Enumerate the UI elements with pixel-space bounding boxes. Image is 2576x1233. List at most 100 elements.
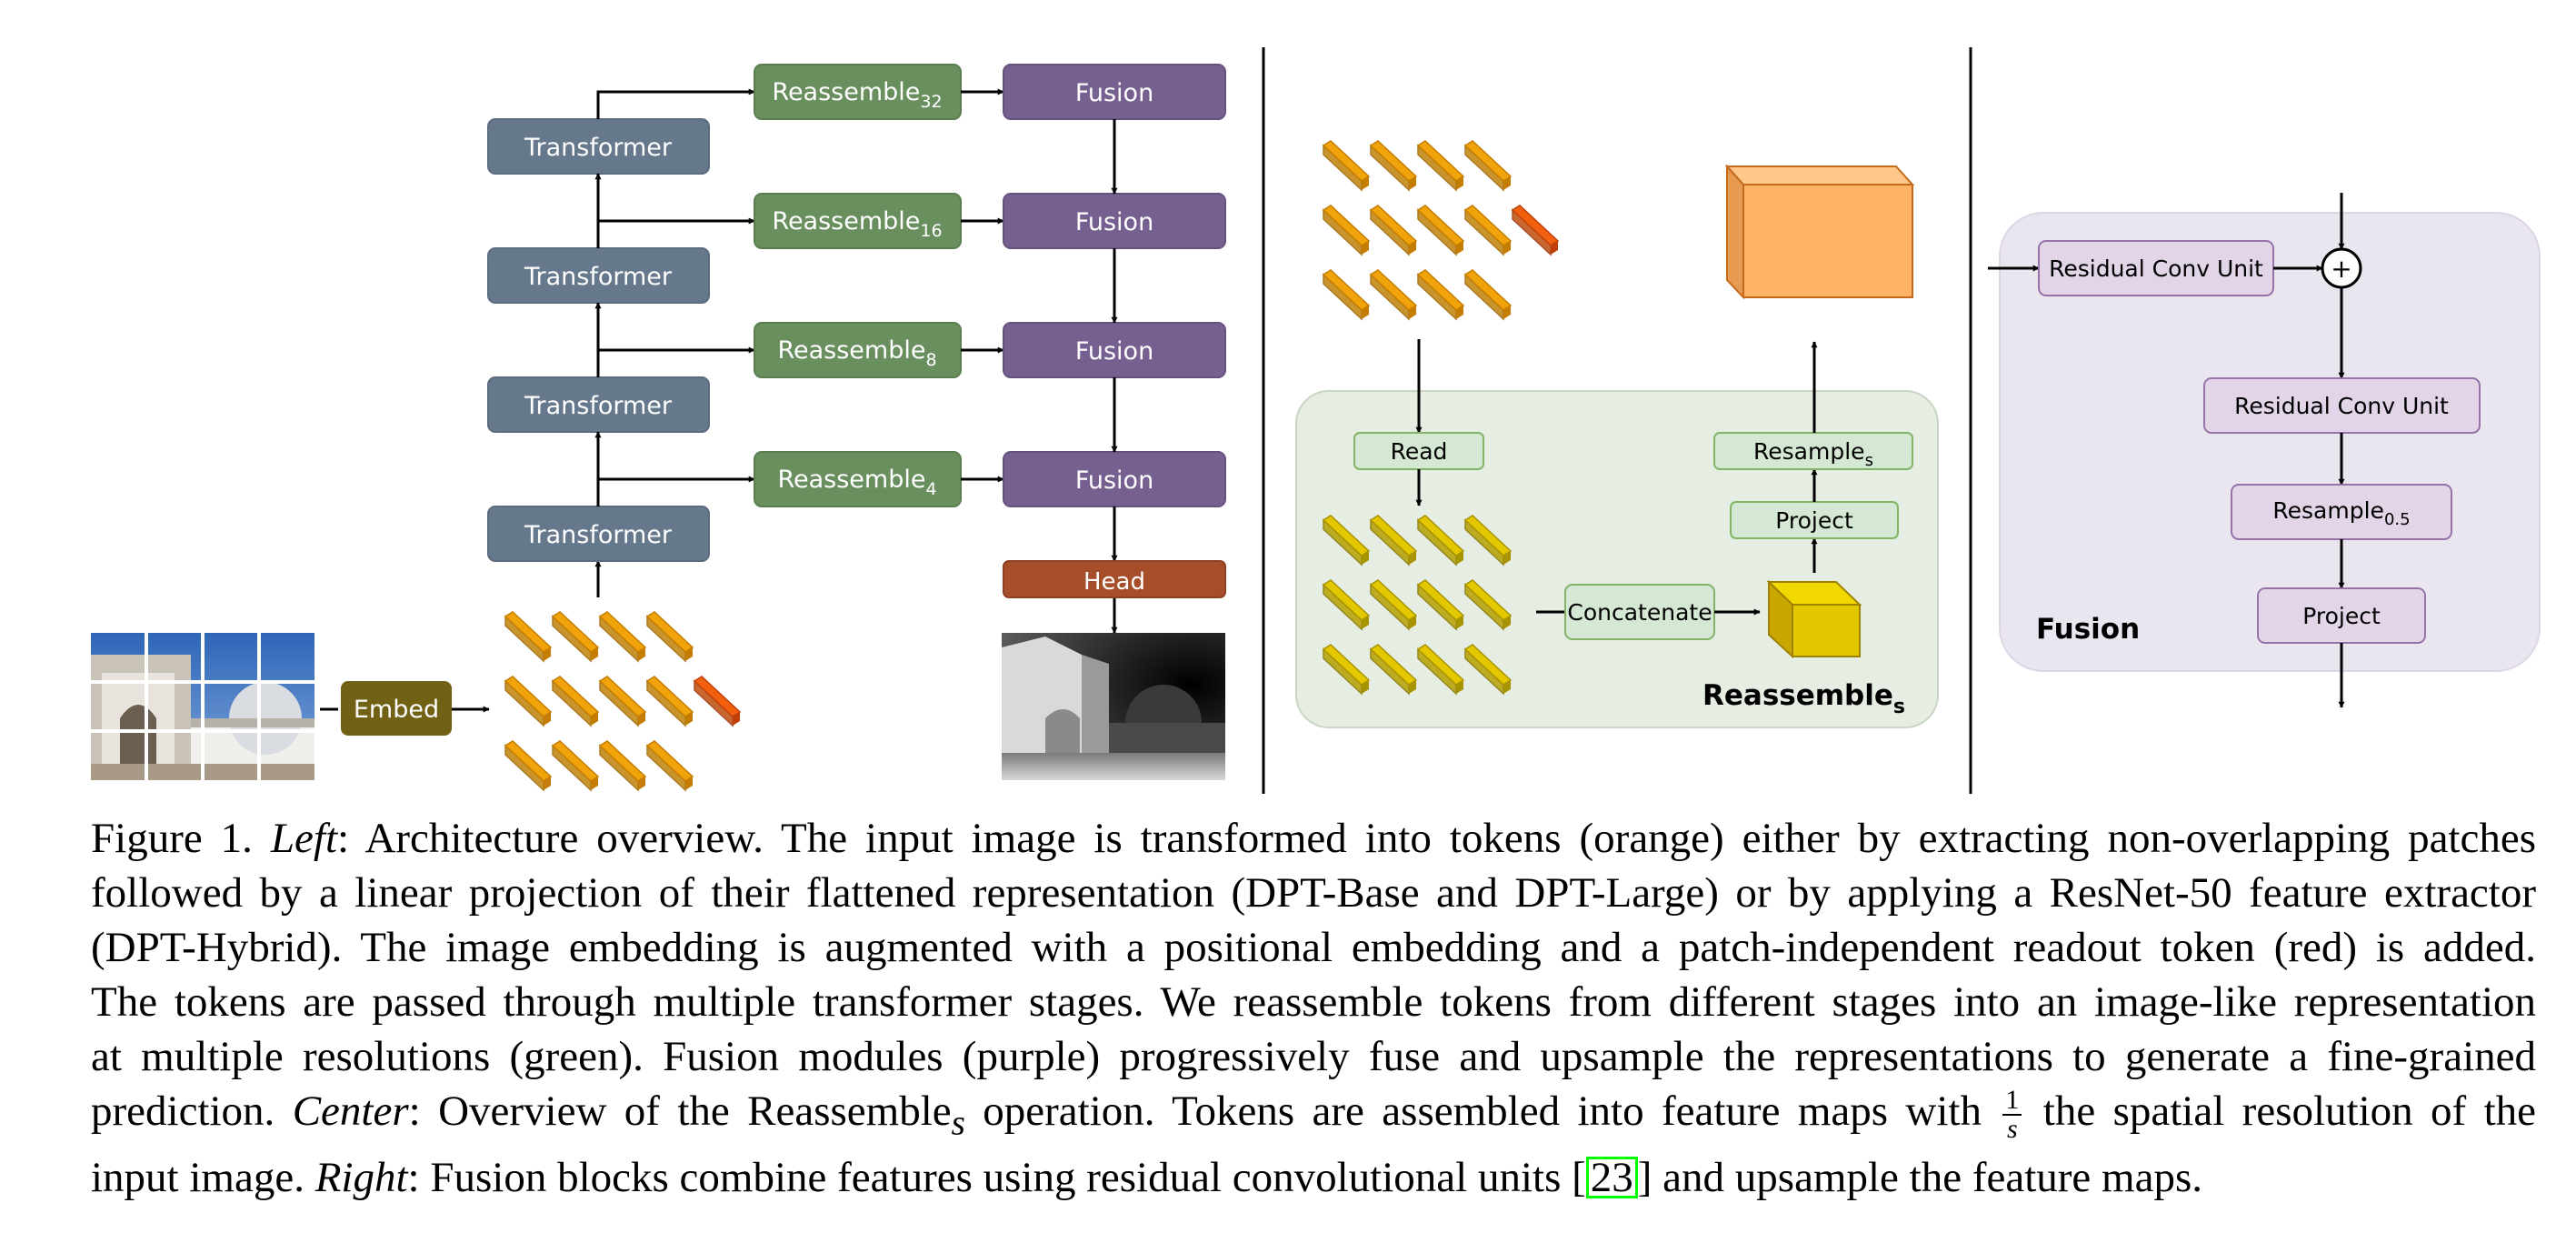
left-panel: Embed Transformer Transformer Transforme… (91, 64, 1226, 792)
token (504, 740, 553, 792)
token (1322, 269, 1371, 321)
fusion-box-16: Fusion (1003, 193, 1226, 249)
token (1416, 515, 1465, 566)
token (1416, 140, 1465, 192)
token (1416, 205, 1465, 256)
reassemble-box-4: Reassemble4 (754, 451, 962, 507)
token (551, 611, 600, 663)
token (1369, 205, 1418, 256)
fusion-panel-title: Fusion (2036, 613, 2140, 646)
svg-text:Reassemble8: Reassemble8 (777, 336, 936, 370)
token (551, 740, 600, 792)
transformer-box-3: Transformer (487, 376, 710, 433)
resample-box-right: Resample0.5 (2231, 484, 2452, 540)
token (1463, 515, 1513, 566)
token (1369, 579, 1418, 631)
svg-text:Project: Project (2302, 603, 2381, 629)
token (504, 676, 553, 727)
svg-text:Fusion: Fusion (1075, 208, 1153, 236)
token (1369, 644, 1418, 696)
residual-conv-unit-2: Residual Conv Unit (2203, 377, 2481, 434)
project-box-center: Project (1730, 501, 1899, 539)
token (1416, 644, 1465, 696)
svg-text:Transformer: Transformer (524, 263, 673, 291)
fusion-panel (1999, 212, 2541, 672)
embed-box: Embed (341, 681, 452, 736)
svg-text:Transformer: Transformer (524, 134, 673, 162)
svg-text:Reassemble16: Reassemble16 (772, 207, 942, 241)
caption-line-5: at multiple resolutions (green). Fusion … (91, 1033, 2536, 1080)
concatenate-box: Concatenate (1564, 584, 1715, 640)
transformer-box-4: Transformer (487, 506, 710, 562)
transformer-box-2: Transformer (487, 247, 710, 304)
token (1463, 269, 1513, 321)
token (1322, 644, 1371, 696)
concatenated-cube (1766, 579, 1862, 659)
caption-line-2: followed by a linear projection of their… (91, 869, 2536, 917)
svg-text:Transformer: Transformer (524, 392, 673, 420)
token (693, 676, 742, 727)
token (1322, 140, 1371, 192)
residual-conv-unit-1: Residual Conv Unit (2038, 240, 2274, 296)
reassemble-panel-title: Reassembles (1702, 679, 1905, 718)
reassemble-box-32: Reassemble32 (754, 64, 962, 120)
fusion-box-8: Fusion (1003, 322, 1226, 378)
token (645, 740, 694, 792)
svg-text:Fusion: Fusion (1075, 337, 1153, 366)
caption-line-7: input image. Right: Fusion blocks combin… (91, 1154, 2202, 1202)
svg-text:Embed: Embed (354, 696, 439, 724)
token (1416, 269, 1465, 321)
transformer-connectors (594, 88, 755, 506)
svg-text:Fusion: Fusion (1075, 466, 1153, 495)
reassemble-to-fusion-arrows (961, 88, 1004, 483)
feature-map-cube (1724, 164, 1915, 300)
citation-link[interactable]: 23 (1585, 1157, 1638, 1199)
token (598, 676, 647, 727)
right-panel: Residual Conv Unit + Residual Conv Unit … (1988, 193, 2541, 708)
input-image (91, 633, 315, 780)
fusion-box-32: Fusion (1003, 64, 1226, 120)
reassemble-box-16: Reassemble16 (754, 193, 962, 249)
token (551, 676, 600, 727)
token (1322, 205, 1371, 256)
token (645, 676, 694, 727)
svg-text:Reassemble4: Reassemble4 (777, 466, 936, 499)
svg-text:Project: Project (1775, 507, 1853, 534)
token (1463, 205, 1513, 256)
reassemble-box-8: Reassemble8 (754, 322, 962, 378)
token (1463, 644, 1513, 696)
caption-line-3: (DPT-Hybrid). The image embedding is aug… (91, 924, 2536, 971)
token (645, 611, 694, 663)
center-panel: Read Concatenate Project Resamples Reass… (1295, 140, 1939, 728)
svg-text:Reassemble32: Reassemble32 (772, 78, 942, 112)
fusion-box-4: Fusion (1003, 451, 1226, 507)
figure-caption: Figure 1. Left: Architecture overview. T… (91, 811, 2536, 1205)
read-box: Read (1353, 432, 1484, 470)
svg-text:Read: Read (1391, 438, 1448, 465)
token (598, 611, 647, 663)
token (598, 740, 647, 792)
svg-text:Fusion: Fusion (1075, 79, 1153, 107)
token (1463, 140, 1513, 192)
token-grid-embedded (504, 611, 742, 792)
caption-line-6: prediction. Center: Overview of the Reas… (91, 1085, 2537, 1145)
token (1416, 579, 1465, 631)
svg-text:Head: Head (1083, 568, 1145, 596)
resample-box-center: Resamples (1713, 432, 1913, 470)
token (1369, 140, 1418, 192)
token (1463, 579, 1513, 631)
svg-text:Residual Conv Unit: Residual Conv Unit (2049, 256, 2263, 282)
svg-text:Transformer: Transformer (524, 521, 673, 549)
svg-text:Resample0.5: Resample0.5 (2272, 497, 2410, 529)
token (1369, 515, 1418, 566)
token (1369, 269, 1418, 321)
architecture-figure: Embed Transformer Transformer Transforme… (91, 47, 2541, 794)
token-grid-input (1322, 140, 1560, 321)
svg-text:Residual Conv Unit: Residual Conv Unit (2234, 393, 2449, 419)
add-node: + (2321, 247, 2362, 289)
token (504, 611, 553, 663)
token-grid-read (1322, 515, 1513, 696)
project-box-right: Project (2257, 587, 2426, 644)
svg-text:Resamples: Resamples (1753, 438, 1873, 470)
